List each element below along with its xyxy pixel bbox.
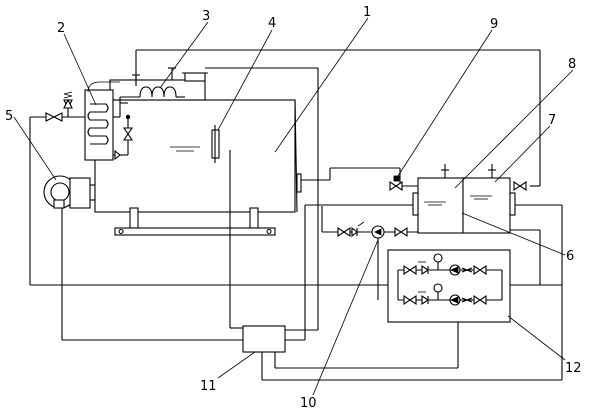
label-2: 2 [57,21,65,36]
label-9: 9 [490,17,498,32]
leader-lines [13,17,574,396]
valve-assembly-box [387,249,511,323]
pump [371,225,385,239]
boiler-support [114,207,276,236]
feed-water-valves [30,91,120,122]
label-3: 3 [202,9,210,24]
label-11: 11 [200,379,217,394]
label-7: 7 [548,113,556,128]
pipe-network [29,49,563,381]
burner [43,175,95,209]
tank-8 [412,164,464,234]
label-4: 4 [268,16,276,31]
label-10: 10 [300,396,317,411]
level-gauge [211,125,220,163]
label-5: 5 [5,109,13,124]
steam-dome [109,67,208,101]
valve-top-right [513,180,527,192]
label-8: 8 [568,57,576,72]
economizer [84,81,120,161]
tank-7 [462,164,516,234]
pump-line-valves [337,221,408,238]
valve-9 [389,175,403,192]
label-6: 6 [566,249,574,264]
label-1: 1 [363,5,371,20]
controller-box [242,325,286,353]
label-12: 12 [565,361,582,376]
coil-heat-exchanger [120,86,185,98]
